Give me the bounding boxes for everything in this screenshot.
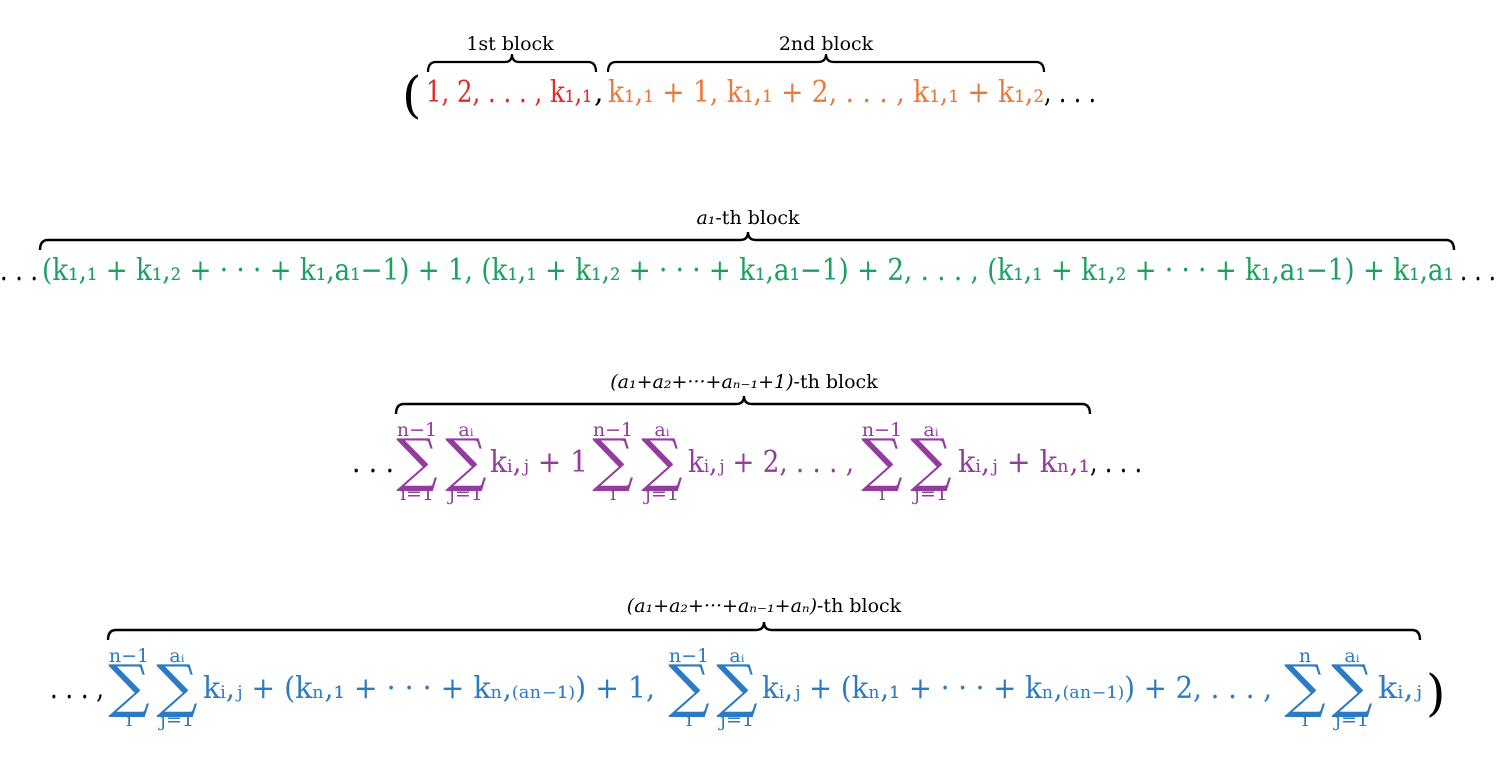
sum-6-lower: j=1 <box>1333 709 1369 731</box>
row-3-tail-ellipsis: , . . . <box>1090 445 1142 480</box>
row-2-tail-ellipsis: . . . <box>1460 253 1496 288</box>
sum-6-upper: aᵢ <box>1344 645 1359 667</box>
overbrace-n-block <box>106 621 1422 641</box>
row-1: 1st block 2nd block ( 1, 2, . . . , k₁,₁… <box>402 33 1096 124</box>
sum-5-lower: i <box>1302 709 1308 731</box>
row-4: (a₁+a₂+···+aₙ₋₁+aₙ)-th block . . . , n−1… <box>50 595 1446 731</box>
sum-5-lower: i <box>879 483 885 505</box>
sum-2-upper: aᵢ <box>458 419 473 441</box>
row-4-lead-ellipsis: . . . , <box>50 671 104 706</box>
term-2: kᵢ,ⱼ + (kₙ,₁ + · · · + kₙ,₍ₐₙ₋₁₎) + 2, .… <box>762 671 1272 706</box>
sum-5-upper: n <box>1299 645 1311 667</box>
sum-3-upper: n−1 <box>593 419 633 441</box>
sigma-icon: ∑ <box>445 426 486 494</box>
sigma-icon: ∑ <box>156 652 197 720</box>
sum-3-lower: i <box>686 709 692 731</box>
sigma-icon: ∑ <box>641 426 682 494</box>
close-paren: ) <box>1426 664 1446 722</box>
sum-1-lower: i=1 <box>400 483 434 505</box>
overbrace-2nd-block <box>606 53 1046 73</box>
sum-3-lower: i <box>610 483 616 505</box>
a1-th-block-sequence: (k₁,₁ + k₁,₂ + · · · + k₁,a₁−1) + 1, (k₁… <box>42 253 1454 288</box>
block-2-sequence: k₁,₁ + 1, k₁,₁ + 2, . . . , k₁,₁ + k₁,₂ <box>608 75 1044 110</box>
brace-label-1st-block: 1st block <box>466 33 554 55</box>
sum-5-upper: n−1 <box>862 419 902 441</box>
sigma-icon: ∑ <box>592 426 633 494</box>
term-3: kᵢ,ⱼ + kₙ,₁ <box>958 445 1090 480</box>
brace-label-2nd-block: 2nd block <box>779 33 874 55</box>
sigma-icon: ∑ <box>910 426 951 494</box>
overbrace-n-minus-1-plus-1-block <box>394 395 1092 415</box>
term-3: kᵢ,ⱼ <box>1378 671 1422 706</box>
sum-1-upper: n−1 <box>109 645 149 667</box>
sum-4-upper: aᵢ <box>654 419 669 441</box>
sum-3-upper: n−1 <box>669 645 709 667</box>
sum-4-upper: aᵢ <box>729 645 744 667</box>
overbrace-1st-block <box>426 53 598 73</box>
term-2: kᵢ,ⱼ + 2, . . . , <box>688 445 854 480</box>
brace-label-n-minus-1-plus-1-block: (a₁+a₂+···+aₙ₋₁+1)-th block <box>610 371 878 393</box>
term-1: kᵢ,ⱼ + (kₙ,₁ + · · · + kₙ,₍ₐₙ₋₁₎) + 1, <box>203 671 655 706</box>
open-paren: ( <box>402 66 422 124</box>
row-2: a₁-th block . . . (k₁,₁ + k₁,₂ + · · · +… <box>0 207 1496 288</box>
sum-2-upper: aᵢ <box>169 645 184 667</box>
sigma-icon: ∑ <box>396 426 437 494</box>
sum-1-upper: n−1 <box>397 419 437 441</box>
overbrace-a1-th-block <box>38 231 1456 251</box>
block-1-separator: , <box>594 75 604 110</box>
block-1-sequence: 1, 2, . . . , k₁,₁ <box>426 75 592 110</box>
sum-6-lower: j=1 <box>912 483 948 505</box>
sum-6-upper: aᵢ <box>923 419 938 441</box>
sigma-icon: ∑ <box>1331 652 1372 720</box>
sum-2-lower: j=1 <box>447 483 483 505</box>
brace-label-a1-th-block: a₁-th block <box>696 207 800 229</box>
sigma-icon: ∑ <box>716 652 757 720</box>
sigma-icon: ∑ <box>108 652 149 720</box>
sigma-icon: ∑ <box>861 426 902 494</box>
row-3: (a₁+a₂+···+aₙ₋₁+1)-th block . . . n−1 ∑ … <box>352 371 1142 505</box>
sum-4-lower: j=1 <box>643 483 679 505</box>
sum-2-lower: j=1 <box>158 709 194 731</box>
sigma-icon: ∑ <box>668 652 709 720</box>
row-1-tail-ellipsis: , . . . <box>1044 75 1096 110</box>
sum-4-lower: j=1 <box>718 709 754 731</box>
row-2-lead-ellipsis: . . . <box>0 253 38 288</box>
sum-1-lower: i <box>126 709 132 731</box>
row-3-lead-ellipsis: . . . <box>352 445 394 480</box>
term-1: kᵢ,ⱼ + 1 <box>490 445 588 480</box>
brace-label-n-block: (a₁+a₂+···+aₙ₋₁+aₙ)-th block <box>627 595 902 617</box>
sigma-icon: ∑ <box>1284 652 1325 720</box>
